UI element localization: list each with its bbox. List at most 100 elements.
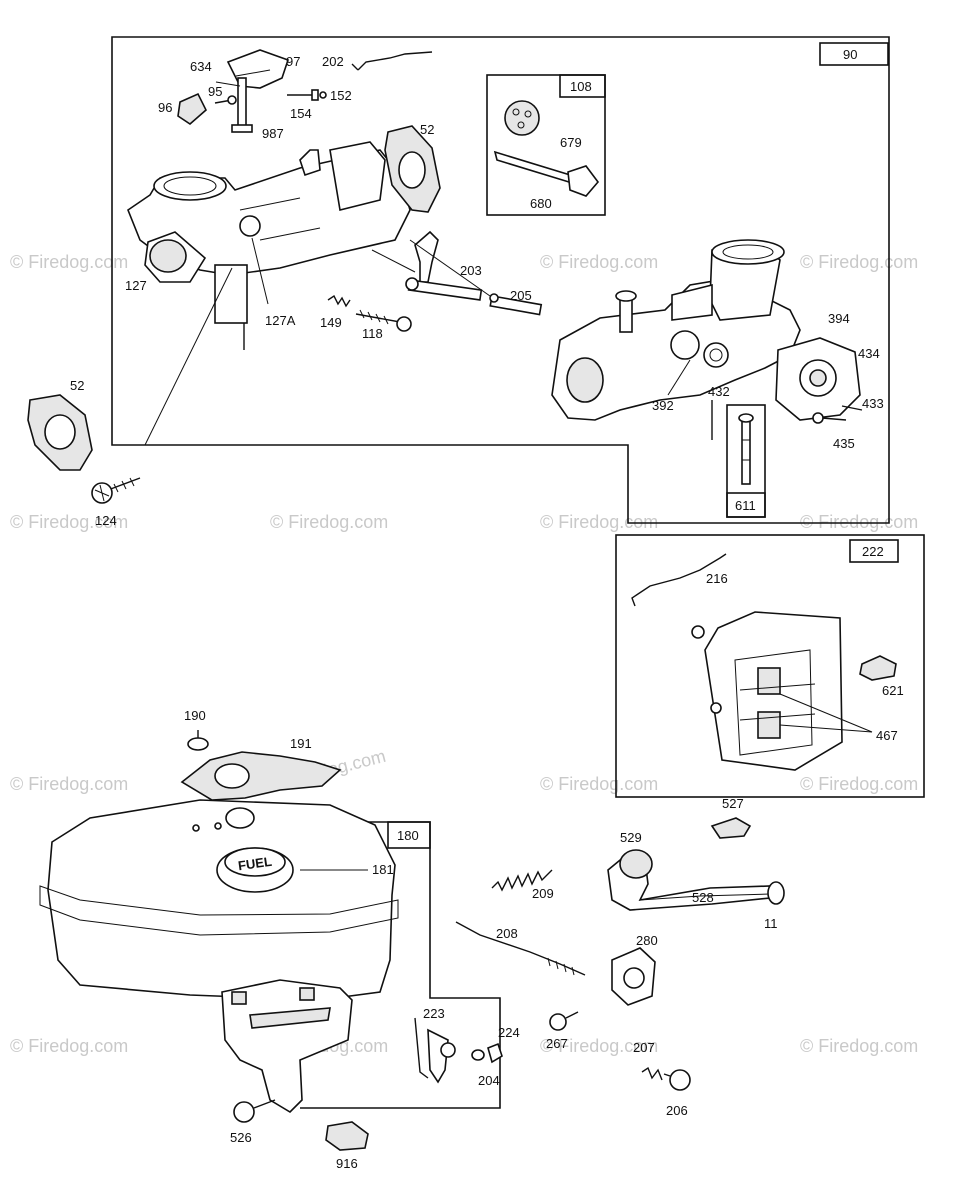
clip-621	[859, 655, 897, 681]
screw-206	[663, 1069, 691, 1091]
fuel-cap-text: FUEL	[237, 854, 273, 874]
watermark: © Firedog.com	[270, 512, 388, 532]
box-90	[819, 42, 889, 66]
label-191: 191	[290, 736, 312, 751]
label-224: 224	[498, 1025, 520, 1040]
label-127: 127	[125, 278, 147, 293]
box-611-tag	[726, 492, 766, 518]
screw-152-154	[287, 89, 327, 101]
carburetor-body-left	[127, 141, 411, 350]
watermark: © Firedog.com	[540, 1036, 658, 1056]
label-267: 267	[546, 1036, 568, 1051]
watermark: © Firedog.com	[800, 252, 918, 272]
label-916: 916	[336, 1156, 358, 1171]
gasket-191	[180, 751, 342, 801]
label-394: 394	[828, 311, 850, 326]
spring-209	[491, 869, 553, 892]
choke-shaft-987	[231, 77, 253, 133]
label-127A: 127A	[265, 313, 296, 328]
screw-435	[812, 412, 847, 424]
pin-205	[489, 293, 543, 316]
watermark: © Firedog.com	[10, 252, 128, 272]
governor-link-223	[414, 1017, 456, 1084]
label-679: 679	[560, 135, 582, 150]
label-527: 527	[722, 796, 744, 811]
control-plate	[691, 611, 843, 771]
label-223: 223	[423, 1006, 445, 1021]
bracket-tank	[221, 979, 353, 1114]
box-222	[615, 534, 925, 798]
label-529: 529	[620, 830, 642, 845]
label-528: 528	[692, 890, 714, 905]
label-202: 202	[322, 54, 344, 69]
label-432: 432	[708, 384, 730, 399]
label-216: 216	[706, 571, 728, 586]
gasket-52-lower	[27, 394, 93, 471]
label-280: 280	[636, 933, 658, 948]
bowl-nut-127	[144, 231, 207, 283]
watermark: © Firedog.com	[10, 512, 128, 532]
label-11: 11	[764, 916, 778, 931]
label-52-upper: 52	[420, 122, 434, 137]
watermark: © Firedog.com	[540, 774, 658, 794]
label-203: 203	[460, 263, 482, 278]
leaders-frame-90	[144, 81, 691, 446]
label-987: 987	[262, 126, 284, 141]
washer-224-204	[471, 1042, 503, 1064]
pump-cover-434	[775, 337, 861, 421]
fuel-cap-181[interactable]: FUEL	[216, 847, 294, 893]
screw-190	[187, 730, 209, 751]
label-526: 526	[230, 1130, 252, 1145]
throttle-shaft-203	[405, 230, 483, 301]
label-118: 118	[362, 326, 383, 341]
spring-207	[641, 1066, 663, 1081]
label-97: 97	[286, 54, 300, 69]
label-680: 680	[530, 196, 552, 211]
label-435: 435	[833, 436, 855, 451]
choke-lever-97	[226, 49, 290, 89]
label-467: 467	[876, 728, 898, 743]
label-96: 96	[158, 100, 172, 115]
label-124: 124	[95, 513, 117, 528]
watermark: © Firedog.com	[800, 1036, 918, 1056]
clip-916	[325, 1121, 369, 1151]
screw-118	[355, 309, 412, 332]
label-52-lower: 52	[70, 378, 84, 393]
gasket-52-upper	[384, 125, 441, 213]
box-180-label: 180	[397, 828, 419, 843]
box-108-tag	[559, 74, 606, 98]
choke-plate-96	[177, 92, 207, 126]
box-222-tag	[849, 539, 899, 563]
box-611-label: 611	[735, 498, 756, 513]
label-154: 154	[290, 106, 312, 121]
screw-124	[91, 477, 141, 504]
label-208: 208	[496, 926, 518, 941]
box-222-label: 222	[862, 544, 884, 559]
label-152: 152	[330, 88, 352, 103]
screw-433	[841, 405, 863, 411]
label-181: 181	[372, 862, 394, 877]
watermark: © Firedog.com	[800, 512, 918, 532]
label-207: 207	[633, 1040, 655, 1055]
label-434: 434	[858, 346, 880, 361]
label-634: 634	[190, 59, 212, 74]
label-209: 209	[532, 886, 554, 901]
clamp-527	[710, 817, 752, 839]
screw-95	[214, 95, 237, 105]
link-208	[455, 921, 586, 976]
spring-149	[327, 294, 351, 308]
carburetor-frame	[111, 36, 890, 524]
carburetor-body-right	[551, 239, 801, 440]
label-204: 204	[478, 1073, 500, 1088]
label-621: 621	[882, 683, 904, 698]
watermark: © Firedog.com	[540, 252, 658, 272]
screw-267	[549, 1011, 579, 1031]
fuel-tank	[39, 799, 399, 1001]
link-216	[631, 553, 727, 607]
leaders-467	[779, 693, 873, 733]
label-190: 190	[184, 708, 206, 723]
box-108	[486, 74, 606, 216]
label-205: 205	[510, 288, 532, 303]
label-433: 433	[862, 396, 884, 411]
